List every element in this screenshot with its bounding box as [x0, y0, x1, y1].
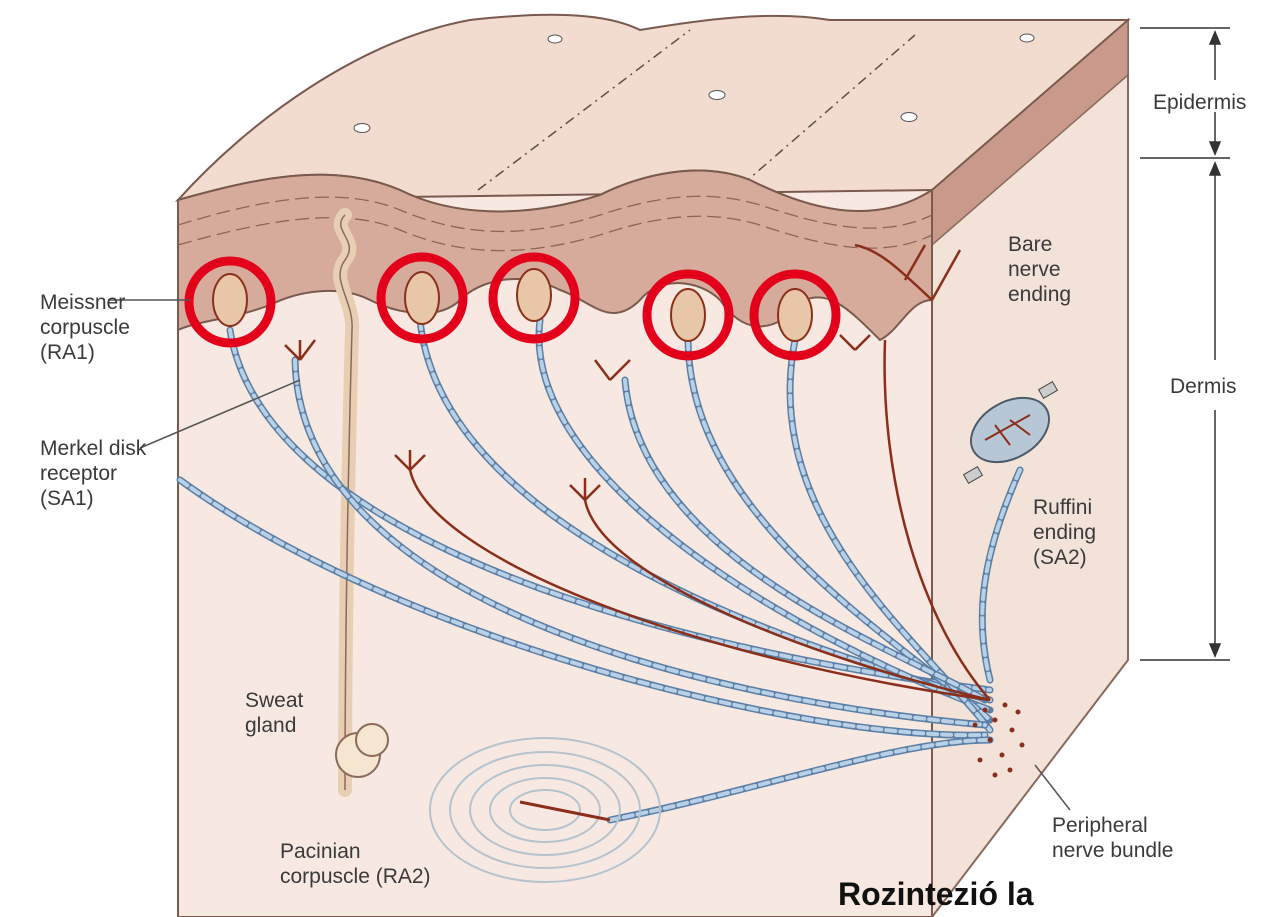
meissner-label: Meissner corpuscle (RA1) — [40, 290, 130, 365]
peripheral-nerve-label: Peripheral nerve bundle — [1052, 813, 1173, 863]
bare-nerve-label: Bare nerve ending — [1008, 232, 1071, 307]
dermis-label: Dermis — [1170, 374, 1237, 399]
epidermis-label: Epidermis — [1153, 90, 1246, 115]
layer-dimension-lines — [1140, 28, 1230, 660]
ruffini-label: Ruffini ending (SA2) — [1033, 495, 1096, 570]
bottom-caption: Rozintezió la — [838, 876, 1034, 913]
merkel-label: Merkel disk receptor (SA1) — [40, 436, 146, 511]
pacinian-label: Pacinian corpuscle (RA2) — [280, 839, 431, 889]
sweat-gland-label: Sweat gland — [245, 688, 303, 738]
